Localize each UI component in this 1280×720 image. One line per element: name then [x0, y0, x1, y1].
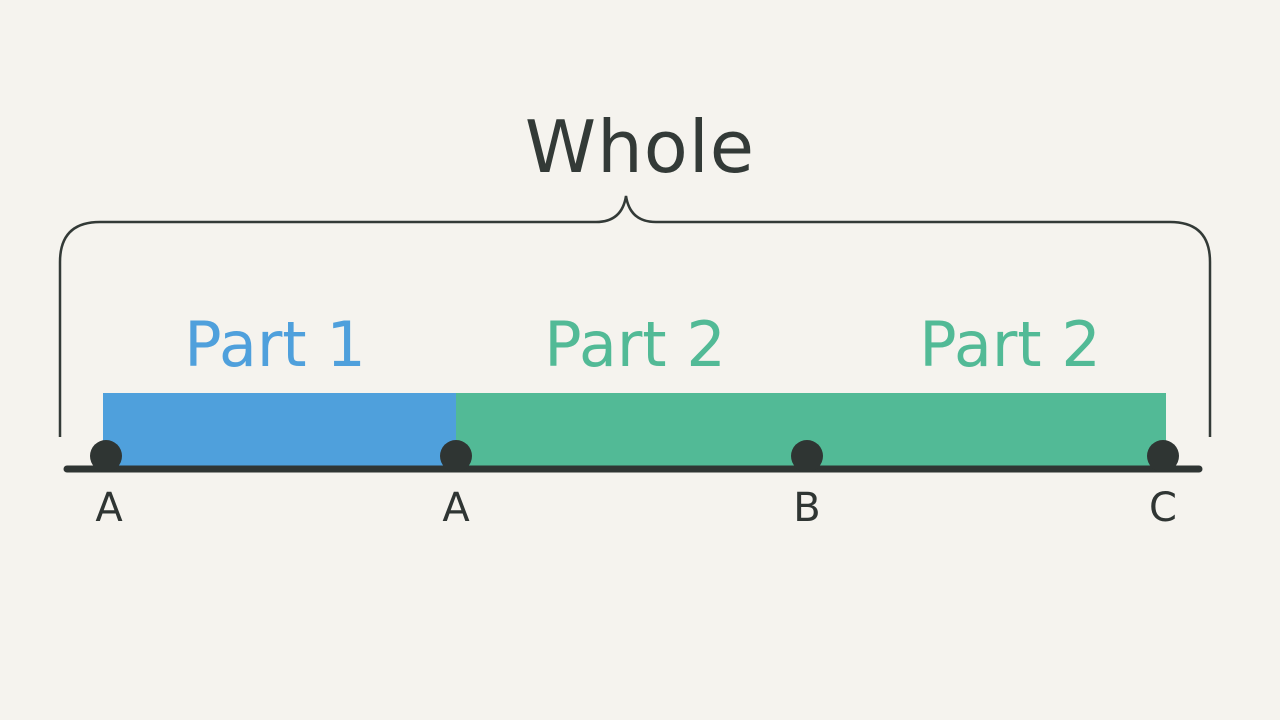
point-marker-c: [1147, 440, 1179, 472]
point-label-a: A: [95, 485, 123, 531]
whole-title: Whole: [524, 105, 756, 189]
point-label-a-2: A: [442, 485, 470, 531]
whole-brace: [58, 195, 1212, 437]
point-marker-a: [90, 440, 122, 472]
part-1-bar: [103, 393, 456, 466]
point-label-c: C: [1149, 485, 1177, 531]
part-1-label: Part 1: [184, 308, 366, 381]
point-marker-a-2: [440, 440, 472, 472]
part-3-label: Part 2: [919, 308, 1101, 381]
point-marker-b: [791, 440, 823, 472]
point-label-b: B: [793, 485, 821, 531]
part-2-label: Part 2: [544, 308, 726, 381]
